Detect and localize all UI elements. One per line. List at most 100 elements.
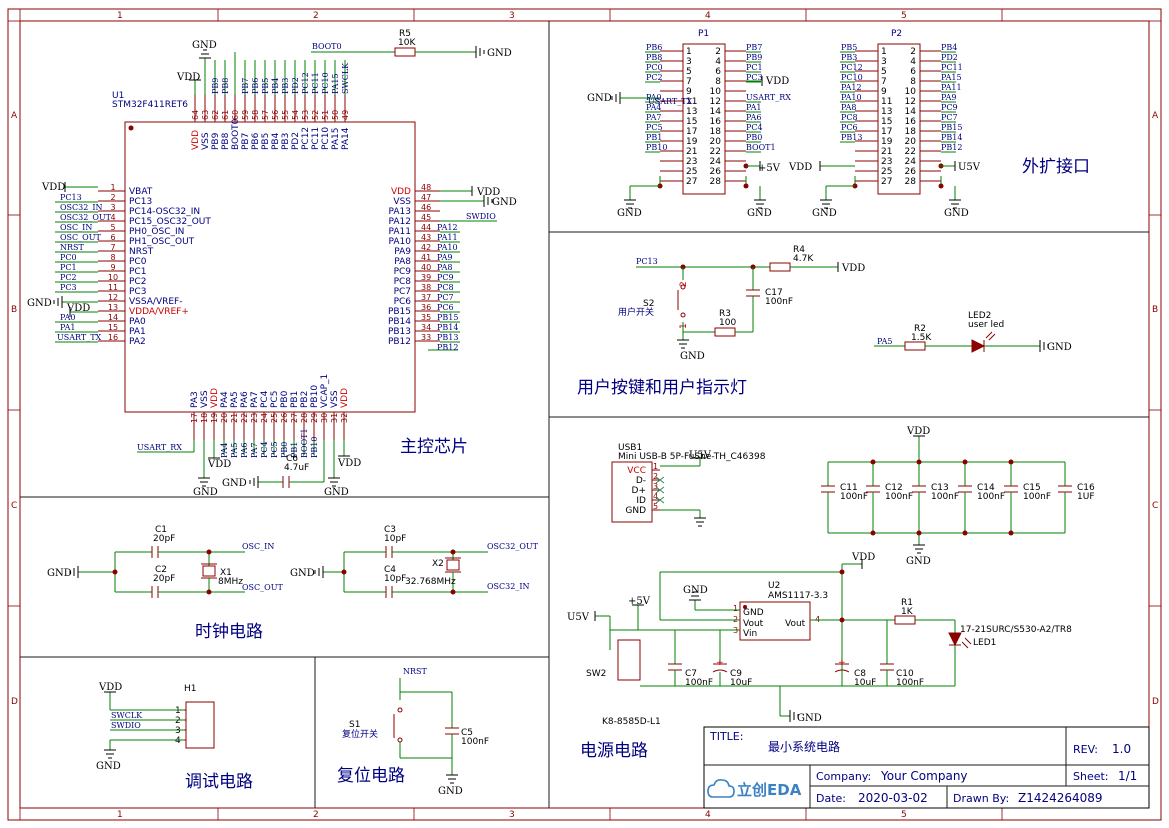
mcu-net-label: OSC_OUT [60, 233, 101, 242]
header-pin-num: 8 [910, 77, 916, 87]
mcu-net-label: PA7 [250, 442, 259, 458]
net-nrst: NRST [403, 667, 428, 676]
mcu-net-label: USART_TX [57, 333, 102, 342]
header-net-label: PC6 [841, 123, 858, 132]
header-pin-num: 21 [881, 147, 892, 157]
cap-value: 100nF [885, 492, 913, 502]
mcu-net-label: PC12 [301, 72, 310, 94]
grid-row-left-B: B [11, 305, 17, 315]
section-title-debug: 调试电路 [185, 772, 253, 792]
mcu-pin-name: PA15 [331, 128, 341, 150]
debug-header-h1: H1 1 2 3 4 VDD SWCLK SWDIO GND [96, 682, 215, 772]
mcu-pin-name: PC11 [311, 127, 321, 150]
gnd-label-h1: GND [96, 761, 121, 772]
mcu-pin-num: 30 [320, 413, 329, 423]
mcu-net-label: PB3 [281, 78, 290, 94]
cap-ref: C16 [1077, 483, 1095, 493]
clock-32k: C3 10pF C4 10pF GND X2 32.768MHz OSC32_O… [290, 525, 539, 598]
section-title-expansion: 外扩接口 [1022, 157, 1090, 177]
mcu-pin-name: PA1 [129, 327, 146, 337]
mcu-pin-num: 38 [421, 283, 431, 292]
header-net-label: PC8 [841, 113, 858, 122]
mcu-pin-name: PC7 [394, 287, 411, 297]
mcu-pin-num: 32 [340, 413, 349, 423]
header-net-label: PB5 [841, 43, 857, 52]
p2-ref: P2 [891, 29, 902, 39]
cap-ref: C13 [931, 483, 949, 493]
mcu-pin-num: 51 [321, 110, 330, 120]
h1-pin-3: 3 [175, 726, 181, 736]
mcu-pin-num: 14 [108, 313, 118, 322]
mcu-ref: U1 [112, 91, 124, 101]
mcu-pin-name: PC8 [394, 277, 412, 287]
header-pin-num: 18 [710, 127, 722, 137]
vdd-label-h1: VDD [98, 682, 122, 693]
mcu-pin-num: 48 [421, 183, 431, 192]
mcu-pin-num: 45 [421, 213, 431, 222]
title-block: TITLE: 最小系统电路 REV: 1.0 Company: Your Com… [703, 726, 1150, 809]
header-pin-num: 3 [686, 57, 692, 67]
u5v-label-usb: U5V [689, 450, 712, 461]
header-pin-num: 3 [881, 57, 887, 67]
gnd-label-right: GND [492, 197, 517, 208]
vdd-label-vbat: VDD [41, 182, 65, 193]
mcu-pin-name: PC1 [129, 267, 146, 277]
mcu-net-label: PC11 [311, 72, 320, 94]
c5-ref: C5 [461, 728, 473, 738]
h1-pin-2: 2 [175, 716, 181, 726]
header-net-label: PC5 [646, 123, 663, 132]
cap-value: 100nF [977, 492, 1005, 502]
mcu-pin-num: 50 [331, 110, 340, 120]
header-pin-num: 28 [710, 177, 722, 187]
header-net-label: PB13 [841, 133, 862, 142]
u2-pin-gnd: GND [743, 608, 764, 618]
vdd-label-vdda: VDD [66, 303, 90, 314]
mcu-net-label: PB1 [290, 442, 299, 458]
header-net-label: PC7 [941, 113, 958, 122]
header-net-label: PA1 [746, 103, 762, 112]
mcu-pin-name: PA4 [220, 391, 230, 408]
mcu-pin-num: 17 [190, 413, 199, 423]
mcu-net-label: PB6 [251, 78, 260, 94]
r2-value: 1.5K [911, 333, 932, 343]
header-pin-num: 4 [715, 57, 721, 67]
header-pin-num: 14 [710, 107, 722, 117]
mcu-net-label: PA8 [437, 263, 453, 272]
usb-pin-num: 2 [653, 472, 658, 481]
header-pin-num: 20 [710, 137, 722, 147]
usb-pin-num: 3 [653, 482, 658, 491]
mcu-pin-num: 64 [191, 110, 200, 120]
cap-ref: C15 [1023, 483, 1041, 493]
mcu-pin-num: 7 [110, 243, 115, 252]
company-value: Your Company [880, 769, 968, 783]
mcu-pin-num: 1 [110, 183, 115, 192]
x1-ref: X1 [220, 568, 232, 578]
mcu-pin-num: 25 [270, 413, 279, 423]
mcu-pin-name: PC14-OSC32_IN [129, 207, 200, 217]
cap-ref: C12 [885, 483, 903, 493]
c17-value: 100nF [765, 297, 793, 307]
section-title-power: 电源电路 [580, 741, 648, 761]
net-p1-usart-tx: USART_TX [648, 97, 693, 106]
mcu-pin-num: 20 [220, 413, 229, 423]
gnd-label-x2: GND [290, 568, 315, 579]
p5v-label-p1: +5V [758, 163, 781, 174]
mcu-pin-name: PB6 [251, 132, 261, 150]
header-pin-num: 21 [686, 147, 697, 157]
mcu-pin-name: VDD [391, 187, 411, 197]
mcu-pin-num: 8 [110, 253, 115, 262]
vdd-label-p2: VDD [788, 162, 812, 173]
mcu-pin-num: 47 [421, 193, 431, 202]
c6-value: 4.7uF [284, 463, 309, 473]
header-net-label: PB10 [646, 143, 667, 152]
header-pin-num: 16 [710, 117, 722, 127]
mcu-pin-num: 58 [251, 110, 260, 120]
section-title-main-chip: 主控芯片 [400, 437, 468, 457]
mcu-pin-num: 18 [200, 413, 209, 423]
c10-ref: C10 [896, 669, 914, 679]
net-swdio-mcu: SWDIO [466, 212, 496, 221]
header-net-label: PA12 [841, 83, 862, 92]
header-pin-num: 12 [905, 97, 916, 107]
mcu-net-label: PB8 [221, 78, 230, 94]
